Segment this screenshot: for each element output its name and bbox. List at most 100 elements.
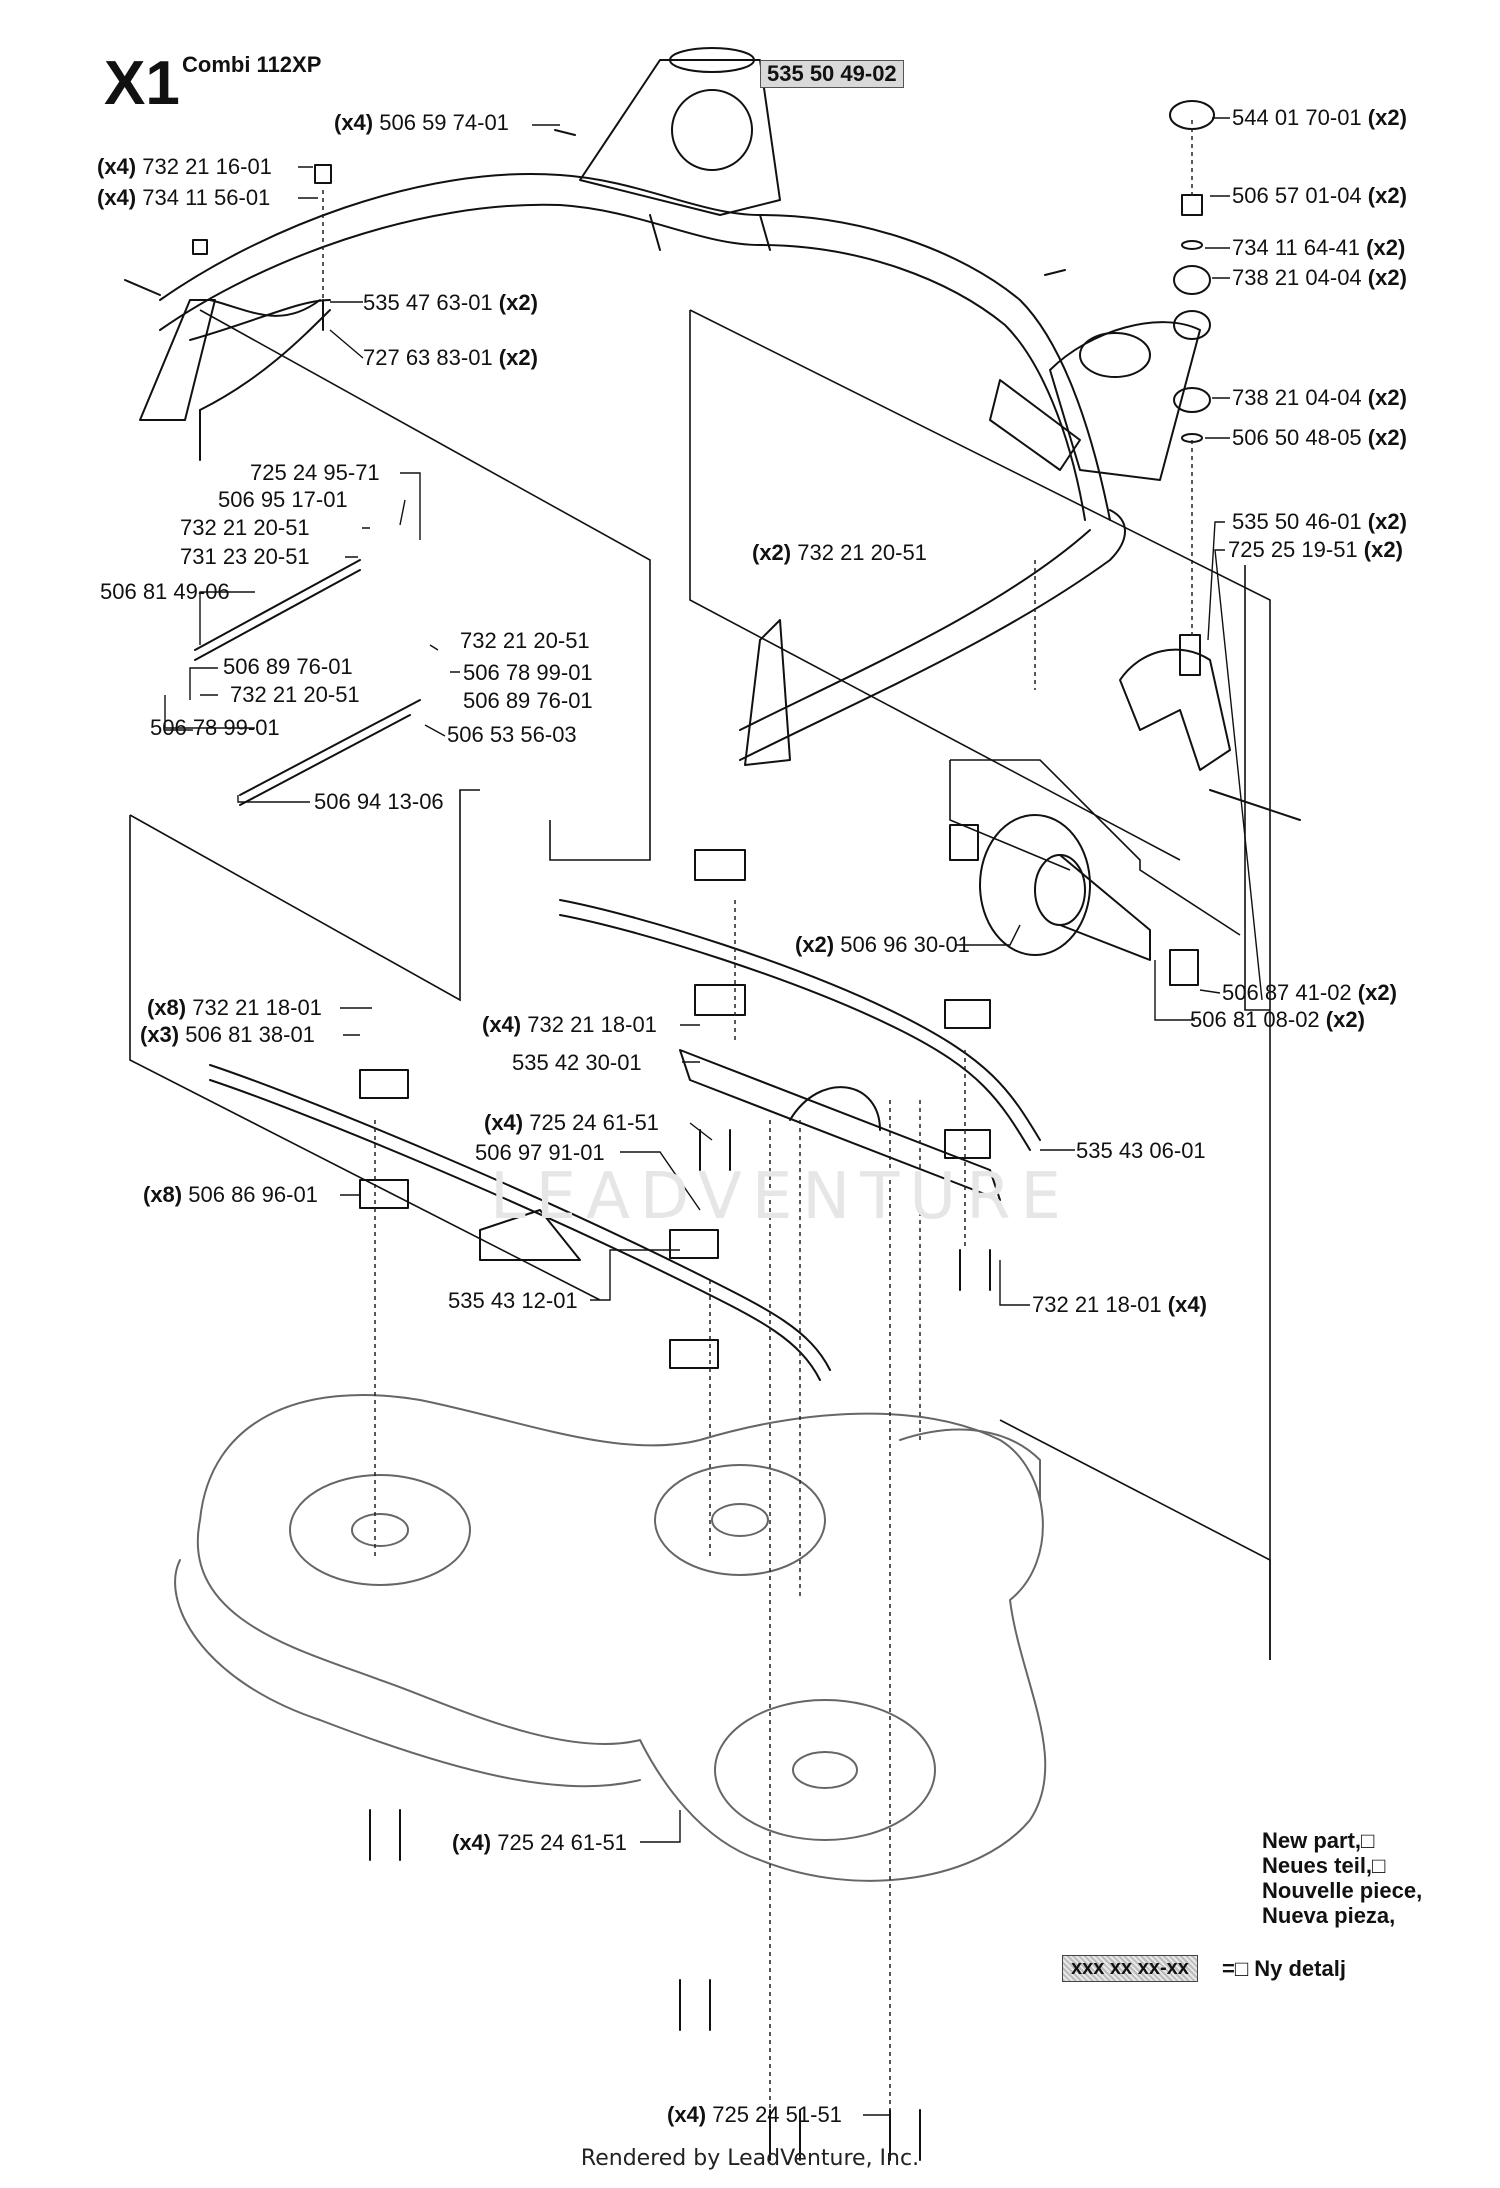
part-number: 506 95 17-01 — [218, 487, 348, 512]
part-label-506-89-76-01-b[interactable]: 506 89 76-01 — [463, 688, 593, 714]
part-number: 506 81 49-06 — [100, 579, 230, 604]
part-number: 535 43 12-01 — [448, 1288, 578, 1313]
part-label-738-21-04-04-b[interactable]: 738 21 04-04 (x2) — [1232, 385, 1407, 411]
part-number: 506 81 38-01 — [185, 1022, 315, 1047]
part-label-506-96-30-01[interactable]: (x2) 506 96 30-01 — [795, 932, 970, 958]
part-label-506-50-48-05[interactable]: 506 50 48-05 (x2) — [1232, 425, 1407, 451]
part-label-506-53-56-03[interactable]: 506 53 56-03 — [447, 722, 577, 748]
part-number: 544 01 70-01 — [1232, 105, 1362, 130]
center-support-bar — [679, 1049, 1001, 1201]
part-label-506-97-91-01[interactable]: 506 97 91-01 — [475, 1140, 605, 1166]
legend-equals: =□ Ny detalj — [1222, 1956, 1346, 1981]
part-label-535-42-30-01[interactable]: 535 42 30-01 — [512, 1050, 642, 1076]
part-label-544-01-70-01[interactable]: 544 01 70-01 (x2) — [1232, 105, 1407, 131]
part-number: 535 47 63-01 — [363, 290, 493, 315]
part-label-734-11-56-01[interactable]: (x4) 734 11 56-01 — [97, 185, 270, 211]
wheel-fork — [1119, 634, 1231, 771]
part-label-725-24-61-51-a[interactable]: (x4) 725 24 61-51 — [484, 1110, 659, 1136]
part-qty: (x2) — [498, 290, 538, 315]
part-label-732-21-20-51-a[interactable]: 732 21 20-51 — [180, 515, 310, 541]
part-qty: (x4) — [452, 1830, 492, 1855]
part-label-535-50-49-02[interactable]: 535 50 49-02 — [760, 60, 904, 88]
part-label-738-21-04-04-a[interactable]: 738 21 04-04 (x2) — [1232, 265, 1407, 291]
part-number: 535 42 30-01 — [512, 1050, 642, 1075]
part-label-506-59-74-01[interactable]: (x4) 506 59 74-01 — [334, 110, 509, 136]
part-label-725-24-51-51[interactable]: (x4) 725 24 51-51 — [667, 2102, 842, 2128]
part-number: 506 57 01-04 — [1232, 183, 1362, 208]
part-label-732-21-18-01-x8[interactable]: (x8) 732 21 18-01 — [147, 995, 322, 1021]
part-label-734-11-64-41[interactable]: 734 11 64-41 (x2) — [1232, 235, 1405, 261]
part-number: 506 94 13-06 — [314, 789, 444, 814]
part-qty: (x2) — [1363, 537, 1403, 562]
part-qty: (x4) — [97, 185, 137, 210]
part-number: 535 50 49-02 — [767, 61, 897, 86]
part-number: 732 21 20-51 — [460, 628, 590, 653]
part-label-506-57-01-04[interactable]: 506 57 01-04 (x2) — [1232, 183, 1407, 209]
part-qty: (x8) — [147, 995, 187, 1020]
part-number: 506 96 30-01 — [840, 932, 970, 957]
part-number: 732 21 16-01 — [142, 154, 272, 179]
part-qty: (x2) — [1367, 509, 1407, 534]
legend-line: Nueva pieza, — [1262, 1903, 1396, 1928]
part-qty: (x2) — [1366, 235, 1406, 260]
part-number: 732 21 18-01 — [192, 995, 322, 1020]
part-label-506-87-41-02[interactable]: 506 87 41-02 (x2) — [1222, 980, 1397, 1006]
part-label-725-25-19-51[interactable]: 725 25 19-51 (x2) — [1228, 537, 1403, 563]
legend-line: Neues teil,□ — [1262, 1853, 1386, 1878]
part-number: 506 89 76-01 — [463, 688, 593, 713]
part-label-506-89-76-01-a[interactable]: 506 89 76-01 — [223, 654, 353, 680]
part-number: 506 78 99-01 — [463, 660, 593, 685]
part-label-727-63-83-01[interactable]: 727 63 83-01 (x2) — [363, 345, 538, 371]
part-qty: (x4) — [667, 2102, 707, 2127]
part-label-506-86-96-01[interactable]: (x8) 506 86 96-01 — [143, 1182, 318, 1208]
new-part-legend: New part,□ Neues teil,□ Nouvelle piece, … — [1262, 1828, 1422, 1928]
part-label-506-94-13-06[interactable]: 506 94 13-06 — [314, 789, 444, 815]
part-number: 725 24 51-51 — [712, 2102, 842, 2127]
part-number: 725 24 95-71 — [250, 460, 380, 485]
part-label-732-21-20-51-x2[interactable]: (x2) 732 21 20-51 — [752, 540, 927, 566]
part-number: 727 63 83-01 — [363, 345, 493, 370]
part-number: 734 11 56-01 — [142, 185, 271, 210]
part-qty: (x2) — [752, 540, 792, 565]
part-label-725-24-61-51-b[interactable]: (x4) 725 24 61-51 — [452, 1830, 627, 1856]
part-label-732-21-20-51-b[interactable]: 732 21 20-51 — [460, 628, 590, 654]
part-number: 535 50 46-01 — [1232, 509, 1362, 534]
part-label-535-47-63-01[interactable]: 535 47 63-01 (x2) — [363, 290, 538, 316]
part-number: 506 86 96-01 — [188, 1182, 318, 1207]
part-label-506-95-17-01[interactable]: 506 95 17-01 — [218, 487, 348, 513]
part-label-506-78-99-01-b[interactable]: 506 78 99-01 — [150, 715, 280, 741]
part-number: 506 81 08-02 — [1190, 1007, 1320, 1032]
part-number: 725 24 61-51 — [529, 1110, 659, 1135]
part-label-732-21-18-01-x4-b[interactable]: 732 21 18-01 (x4) — [1032, 1292, 1207, 1318]
part-label-732-21-18-01-x4-a[interactable]: (x4) 732 21 18-01 — [482, 1012, 657, 1038]
part-label-506-78-99-01-a[interactable]: 506 78 99-01 — [463, 660, 593, 686]
part-label-732-21-16-01[interactable]: (x4) 732 21 16-01 — [97, 154, 272, 180]
part-label-506-81-08-02[interactable]: 506 81 08-02 (x2) — [1190, 1007, 1365, 1033]
part-label-535-43-06-01[interactable]: 535 43 06-01 — [1076, 1138, 1206, 1164]
part-number: 734 11 64-41 — [1232, 235, 1361, 260]
part-label-535-50-46-01[interactable]: 535 50 46-01 (x2) — [1232, 509, 1407, 535]
part-qty: (x2) — [1367, 425, 1407, 450]
model-name: Combi 112XP — [182, 52, 322, 77]
part-qty: (x2) — [1357, 980, 1397, 1005]
part-qty: (x4) — [97, 154, 137, 179]
part-label-731-23-20-51[interactable]: 731 23 20-51 — [180, 544, 310, 570]
part-label-732-21-20-51-c[interactable]: 732 21 20-51 — [230, 682, 360, 708]
part-label-506-81-38-01[interactable]: (x3) 506 81 38-01 — [140, 1022, 315, 1048]
part-number: 732 21 20-51 — [230, 682, 360, 707]
part-number: 725 24 61-51 — [497, 1830, 627, 1855]
part-label-725-24-95-71[interactable]: 725 24 95-71 — [250, 460, 380, 486]
part-qty: (x3) — [140, 1022, 180, 1047]
part-qty: (x2) — [795, 932, 835, 957]
right-spindle — [989, 321, 1201, 481]
mower-deck — [174, 1394, 1047, 1882]
part-qty: (x2) — [1367, 105, 1407, 130]
part-number: 732 21 18-01 — [527, 1012, 657, 1037]
deck-lift-bar-upper — [559, 899, 1041, 1151]
part-label-535-43-12-01[interactable]: 535 43 12-01 — [448, 1288, 578, 1314]
part-number: 725 25 19-51 — [1228, 537, 1358, 562]
part-number: 506 78 99-01 — [150, 715, 280, 740]
part-label-506-81-49-06[interactable]: 506 81 49-06 — [100, 579, 230, 605]
steering-cone — [579, 47, 781, 216]
